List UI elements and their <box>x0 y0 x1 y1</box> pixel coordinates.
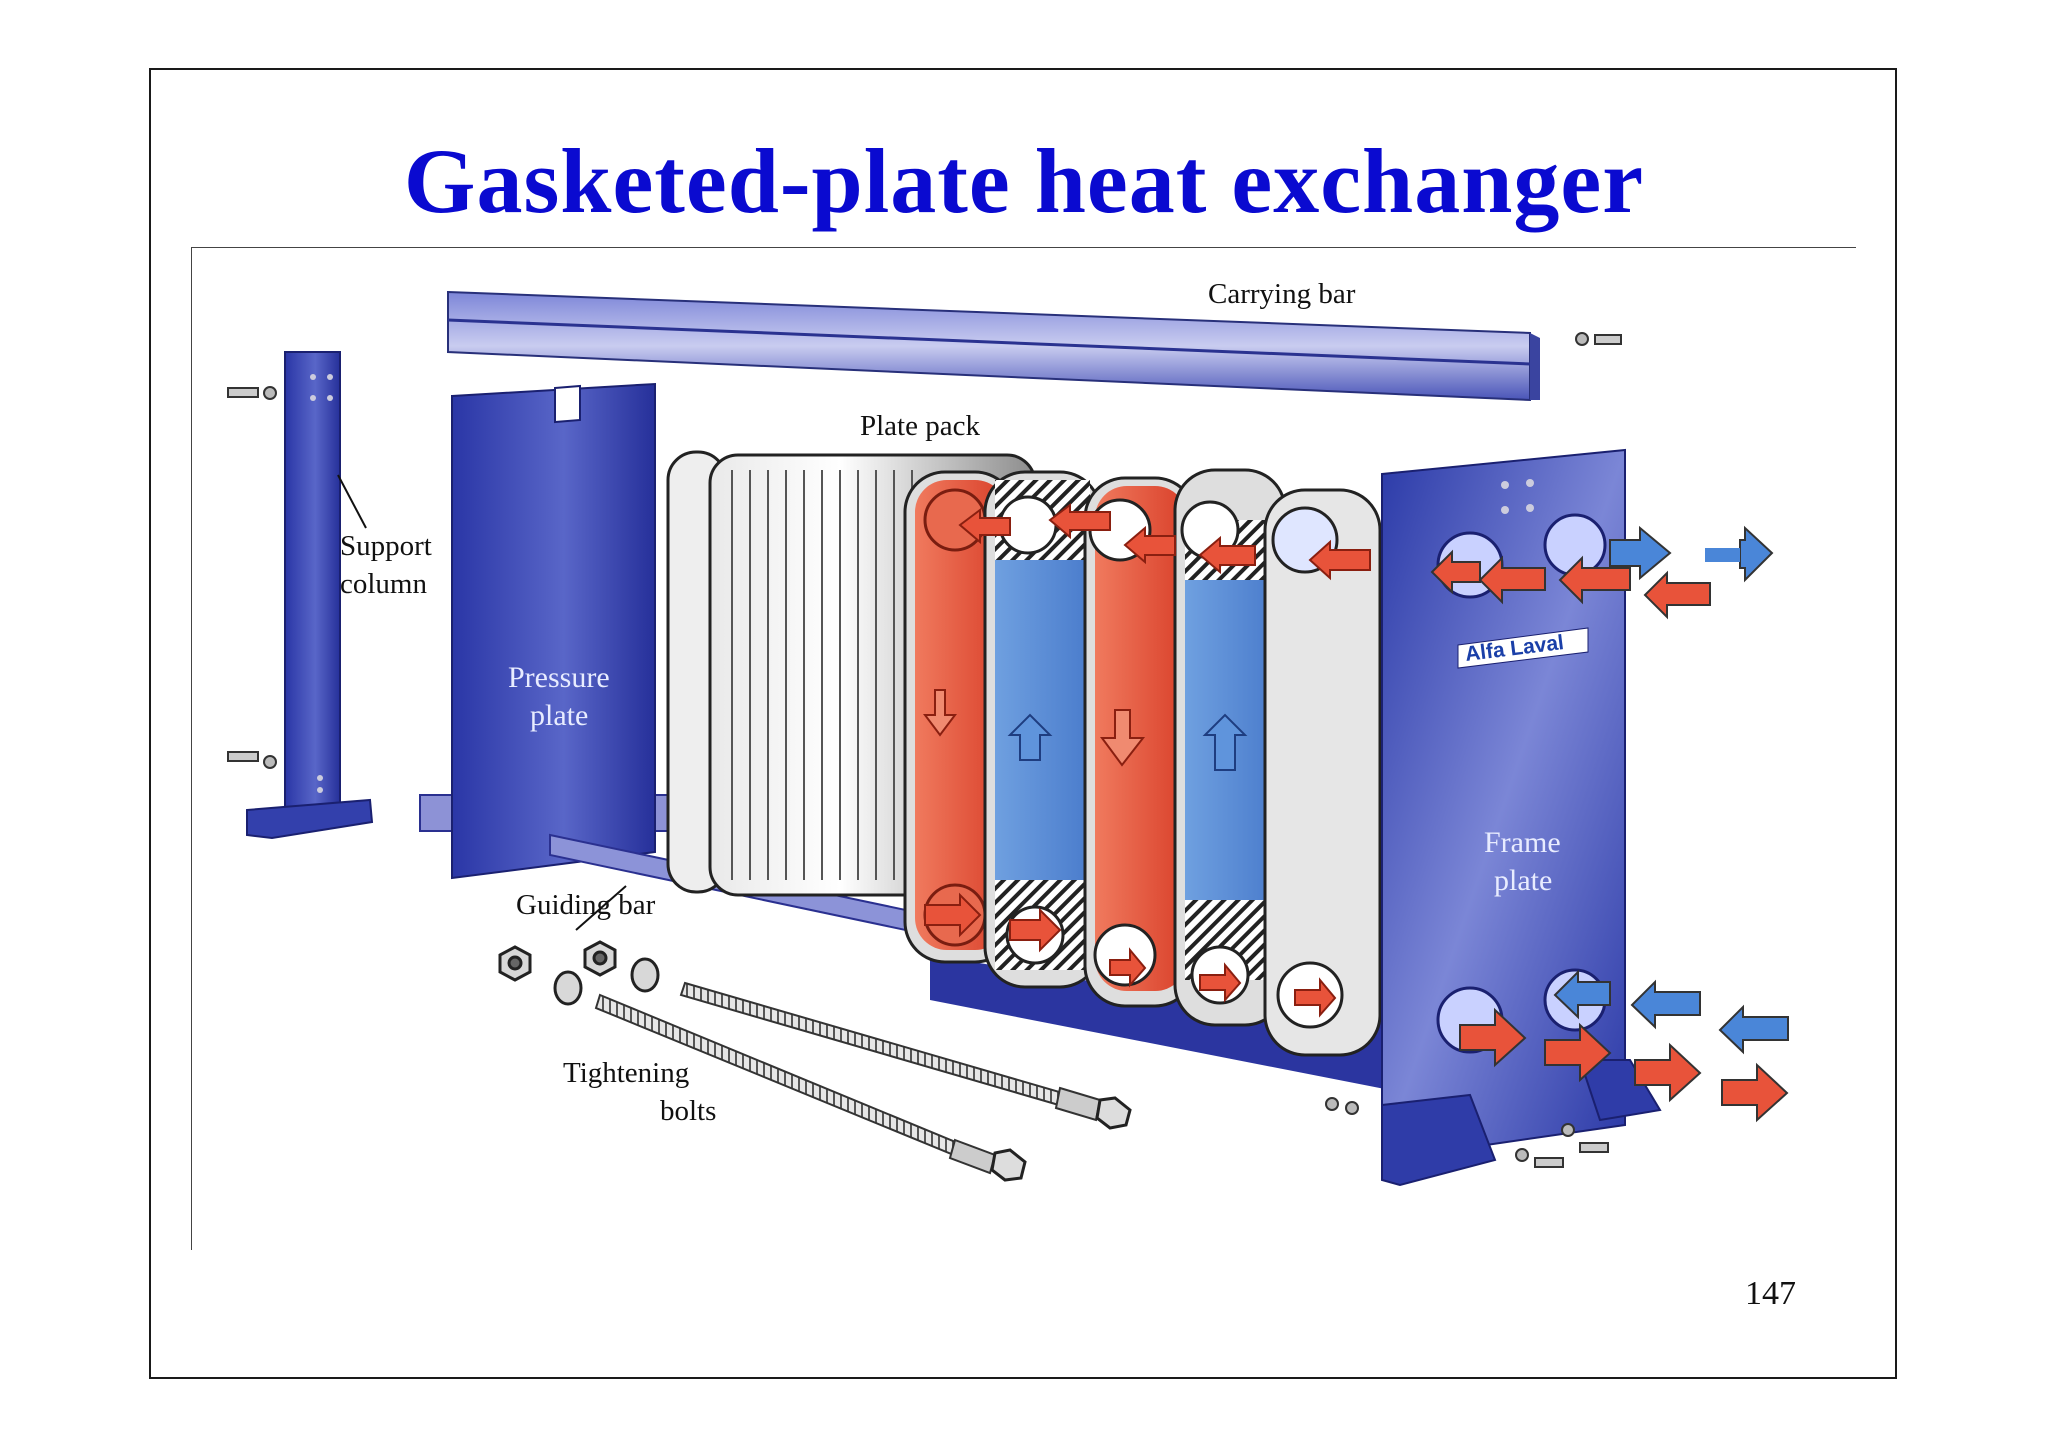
label-guiding-bar: Guiding bar <box>516 889 656 921</box>
carrying-bar <box>447 290 1540 402</box>
pressure-plate <box>419 382 691 880</box>
label-support-column-2: column <box>340 568 427 600</box>
nuts <box>498 940 660 1006</box>
label-tightening-bolts-2: bolts <box>660 1095 716 1127</box>
label-plate-pack: Plate pack <box>860 410 980 442</box>
guiding-bar-leader <box>575 885 627 931</box>
hot-flow-arrows <box>923 503 1371 1018</box>
frame-foot-bolts <box>1325 1097 1609 1168</box>
support-column-leader <box>337 474 367 529</box>
cold-plate-1 <box>983 470 1102 989</box>
label-pressure-plate-1: Pressure <box>508 661 610 694</box>
label-tightening-bolts-1: Tightening <box>563 1057 689 1089</box>
carrying-bar-bolt <box>1575 332 1622 346</box>
label-carrying-bar: Carrying bar <box>1208 278 1356 310</box>
support-column <box>246 351 374 840</box>
label-pressure-plate-2: plate <box>530 699 588 732</box>
label-support-column-1: Support <box>340 530 432 562</box>
lower-base <box>930 955 1390 1090</box>
cold-flow-arrows <box>1007 713 1248 771</box>
slide-frame <box>149 68 1897 1379</box>
page-number: 147 <box>1745 1275 1796 1312</box>
label-frame-plate-1: Frame <box>1484 826 1561 859</box>
tightening-bolts <box>594 981 1132 1182</box>
inlet-arrows-bottom <box>1459 969 1789 1123</box>
slide-title: Gasketed-plate heat exchanger <box>403 130 1645 232</box>
figure-left-border <box>191 247 192 1250</box>
end-plate <box>1263 488 1382 1057</box>
title-divider <box>191 247 1856 248</box>
support-column-bolt <box>227 386 277 769</box>
label-frame-plate-2: plate <box>1494 864 1552 897</box>
outlet-arrows-top <box>1430 525 1774 620</box>
